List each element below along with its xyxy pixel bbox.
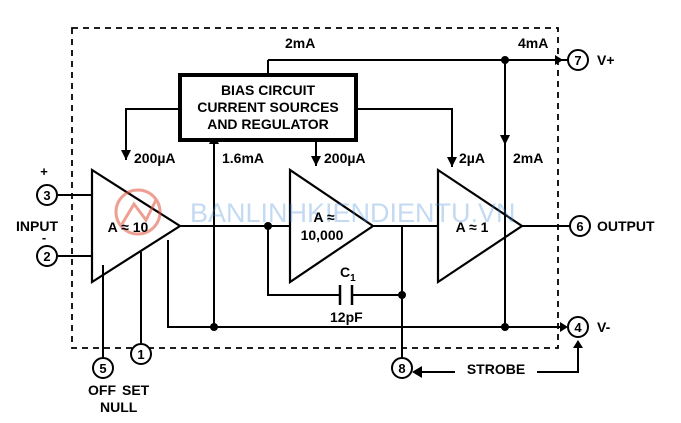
- capacitor-value: 12pF: [330, 309, 363, 325]
- watermark-text: BANLINHKIENDIENTU.VN: [190, 198, 516, 228]
- svg-text:7: 7: [574, 53, 581, 68]
- svg-text:6: 6: [576, 219, 583, 234]
- amplifier-stage1: [90, 167, 183, 285]
- amp2-gain-line1: A ≈: [313, 209, 334, 225]
- pin-5: 5: [92, 357, 114, 379]
- capacitor-name: C1: [340, 264, 356, 284]
- stage1-bias-wire: [125, 108, 180, 160]
- pin-2-polarity: -: [42, 230, 46, 245]
- amp1-gain: A ≈ 10: [108, 219, 149, 235]
- pin-2: 2: [36, 245, 58, 267]
- vplus-label: V+: [597, 52, 615, 68]
- offset-label: OFF: [88, 382, 116, 398]
- cap-left-wire: [267, 226, 340, 296]
- svg-text:2: 2: [43, 249, 50, 264]
- input-label: INPUT: [16, 218, 58, 234]
- pin-4: 4: [567, 316, 589, 338]
- amplifier-stage3: [436, 167, 524, 285]
- current-stage2-bias: 200µA: [324, 150, 366, 166]
- pin-6: 6: [569, 215, 591, 237]
- pin-7: 7: [567, 49, 589, 71]
- current-4ma: 4mA: [518, 35, 548, 51]
- pin-8: 8: [391, 357, 413, 379]
- strobe-label-bg: [455, 360, 537, 378]
- stage3-bias-wire: [356, 108, 453, 167]
- pin-3: 3: [36, 184, 58, 206]
- pin-1: 1: [130, 343, 152, 365]
- vminus-rail: [167, 240, 565, 328]
- svg-text:3: 3: [43, 188, 50, 203]
- package-boundary: [71, 27, 559, 349]
- svg-text:1: 1: [137, 347, 144, 362]
- current-stage1-bias: 200µA: [134, 150, 176, 166]
- current-stage3-main: 2mA: [513, 150, 543, 166]
- set-label: SET: [122, 382, 150, 398]
- strobe-label: STROBE: [467, 361, 525, 377]
- watermark-logo: BANLINHKIENDIENTU.VN: [114, 188, 516, 236]
- output-label: OUTPUT: [597, 218, 655, 234]
- svg-text:8: 8: [398, 361, 405, 376]
- pin-3-polarity: +: [40, 164, 48, 179]
- svg-text:4: 4: [574, 320, 582, 335]
- junctions: [210, 56, 509, 331]
- null-label: NULL: [100, 399, 138, 415]
- capacitor-c1: [338, 285, 354, 305]
- bias-block-line2: CURRENT SOURCES: [197, 99, 339, 115]
- current-regulator: 1.6mA: [222, 150, 264, 166]
- svg-text:5: 5: [99, 361, 106, 376]
- bias-block-line1: BIAS CIRCUIT: [221, 82, 316, 98]
- amp3-gain: A ≈ 1: [456, 219, 489, 235]
- bias-block: [178, 73, 358, 142]
- amplifier-stage2: [288, 167, 375, 285]
- current-stage3-bias: 2µA: [459, 150, 485, 166]
- amp2-gain-line2: 10,000: [301, 227, 344, 243]
- vminus-label: V-: [597, 319, 611, 335]
- bias-block-line3: AND REGULATOR: [207, 116, 329, 132]
- current-2ma-top: 2mA: [285, 35, 315, 51]
